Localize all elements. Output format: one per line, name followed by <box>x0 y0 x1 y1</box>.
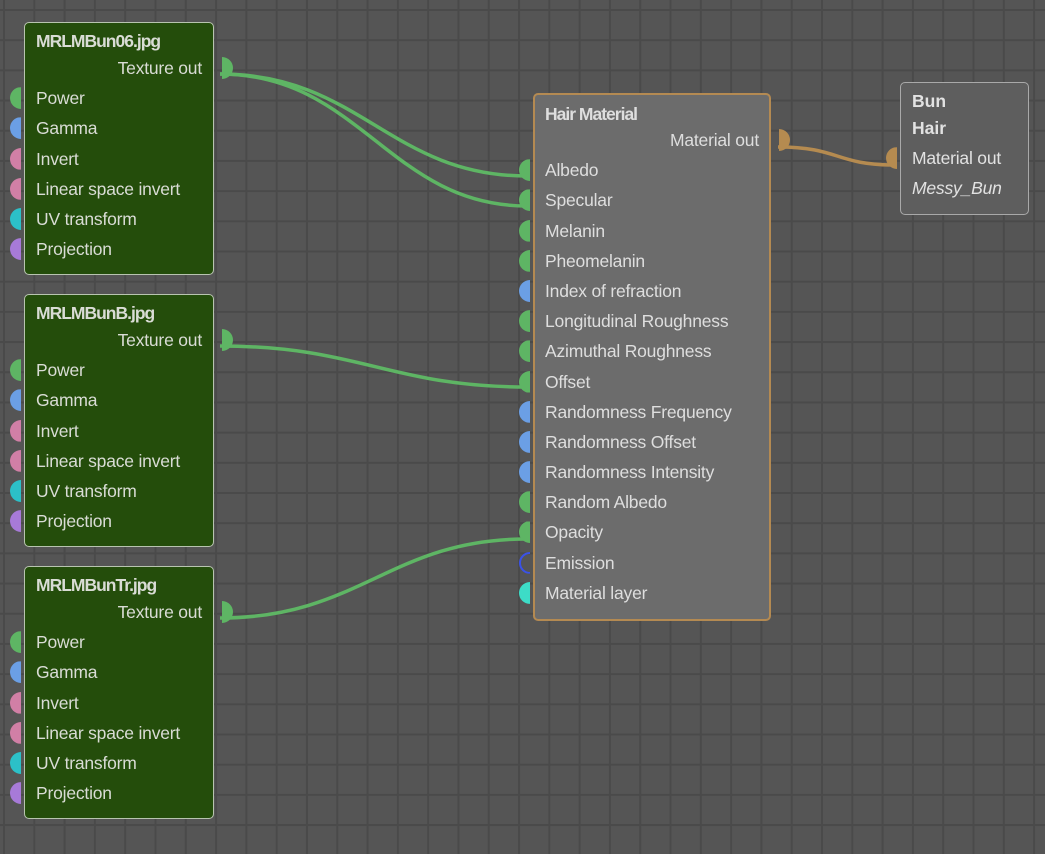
input-gamma: Gamma <box>10 385 213 415</box>
input-uv-transform: UV transform <box>10 476 213 506</box>
texture-node-1[interactable]: MRLMBun06.jpg Texture out Power Gamma In… <box>10 22 233 275</box>
gamma-port[interactable] <box>10 117 21 140</box>
emission-port[interactable] <box>519 551 530 574</box>
input-albedo: Albedo <box>519 155 769 185</box>
random-albedo-port[interactable] <box>519 491 530 514</box>
input-material-layer: Material layer <box>519 578 769 608</box>
input-power: Power <box>10 355 213 385</box>
texture-out-port[interactable] <box>222 329 233 351</box>
material-name: Messy_Bun <box>912 178 1002 199</box>
input-projection: Projection <box>10 778 213 808</box>
input-index-of-refraction: Index of refraction <box>519 276 769 306</box>
material-in-port[interactable] <box>886 147 897 170</box>
wire-material-output[interactable] <box>777 145 896 167</box>
output-node-type: Hair <box>912 118 947 138</box>
input-pheomelanin: Pheomelanin <box>519 246 769 276</box>
uv-transform-port[interactable] <box>10 207 21 230</box>
albedo-port[interactable] <box>519 159 530 182</box>
input-gamma: Gamma <box>10 657 213 687</box>
invert-port[interactable] <box>10 147 21 170</box>
material-output-node[interactable]: Bun Hair Material out Messy_Bun <box>886 82 1029 215</box>
wire-tex2-offset[interactable] <box>219 344 528 389</box>
projection-port[interactable] <box>10 510 21 533</box>
offset-port[interactable] <box>519 370 530 393</box>
node-title: MRLMBunB.jpg <box>36 303 155 323</box>
output-node-name: Bun <box>912 91 947 111</box>
input-power: Power <box>10 627 213 657</box>
input-invert: Invert <box>10 144 213 174</box>
texture-node-3[interactable]: MRLMBunTr.jpg Texture out Power Gamma In… <box>10 566 233 819</box>
input-melanin: Melanin <box>519 216 769 246</box>
randomness-offset-port[interactable] <box>519 430 530 453</box>
input-linear-space-invert: Linear space invert <box>10 446 213 476</box>
wire-tex1-albedo[interactable] <box>219 72 528 178</box>
index-of-refraction-port[interactable] <box>519 279 530 302</box>
randomness-intensity-port[interactable] <box>519 461 530 484</box>
input-projection: Projection <box>10 234 213 264</box>
node-title: MRLMBunTr.jpg <box>36 575 157 595</box>
texture-out-port[interactable] <box>222 601 233 623</box>
material-out-port[interactable] <box>779 129 790 151</box>
material-out: Material out <box>535 125 790 155</box>
gamma-port[interactable] <box>10 389 21 412</box>
texture-out: Texture out <box>25 53 233 83</box>
specular-port[interactable] <box>519 189 530 212</box>
uv-transform-port[interactable] <box>10 479 21 502</box>
input-randomness-frequency: Randomness Frequency <box>519 397 769 427</box>
input-longitudinal-roughness: Longitudinal Roughness <box>519 306 769 336</box>
invert-port[interactable] <box>10 419 21 442</box>
texture-out-port[interactable] <box>222 57 233 79</box>
material-layer-port[interactable] <box>519 581 530 604</box>
input-material-out: Material out <box>886 143 1028 173</box>
input-invert: Invert <box>10 416 213 446</box>
input-opacity: Opacity <box>519 517 769 547</box>
input-invert: Invert <box>10 688 213 718</box>
input-randomness-intensity: Randomness Intensity <box>519 457 769 487</box>
azimuthal-roughness-port[interactable] <box>519 340 530 363</box>
texture-out: Texture out <box>25 597 233 627</box>
power-port[interactable] <box>10 359 21 382</box>
input-linear-space-invert: Linear space invert <box>10 718 213 748</box>
input-projection: Projection <box>10 506 213 536</box>
input-emission: Emission <box>519 548 769 578</box>
node-title: MRLMBun06.jpg <box>36 31 161 51</box>
linear-space-invert-port[interactable] <box>10 177 21 200</box>
input-randomness-offset: Randomness Offset <box>519 427 769 457</box>
input-gamma: Gamma <box>10 113 213 143</box>
input-linear-space-invert: Linear space invert <box>10 174 213 204</box>
input-power: Power <box>10 83 213 113</box>
input-uv-transform: UV transform <box>10 748 213 778</box>
melanin-port[interactable] <box>519 219 530 242</box>
invert-port[interactable] <box>10 691 21 714</box>
input-specular: Specular <box>519 185 769 215</box>
pheomelanin-port[interactable] <box>519 249 530 272</box>
projection-port[interactable] <box>10 238 21 261</box>
power-port[interactable] <box>10 87 21 110</box>
uv-transform-port[interactable] <box>10 751 21 774</box>
input-azimuthal-roughness: Azimuthal Roughness <box>519 336 769 366</box>
linear-space-invert-port[interactable] <box>10 449 21 472</box>
input-random-albedo: Random Albedo <box>519 487 769 517</box>
input-offset: Offset <box>519 367 769 397</box>
projection-port[interactable] <box>10 782 21 805</box>
hair-material-node[interactable]: Hair Material Material out Albedo Specul… <box>519 93 790 621</box>
linear-space-invert-port[interactable] <box>10 721 21 744</box>
gamma-port[interactable] <box>10 661 21 684</box>
longitudinal-roughness-port[interactable] <box>519 310 530 333</box>
texture-out: Texture out <box>25 325 233 355</box>
wire-tex3-opacity[interactable] <box>219 537 528 620</box>
wire-tex1-specular[interactable] <box>219 72 528 208</box>
input-uv-transform: UV transform <box>10 204 213 234</box>
power-port[interactable] <box>10 631 21 654</box>
texture-node-2[interactable]: MRLMBunB.jpg Texture out Power Gamma Inv… <box>10 294 233 547</box>
opacity-port[interactable] <box>519 521 530 544</box>
node-title: Hair Material <box>545 104 638 124</box>
randomness-frequency-port[interactable] <box>519 400 530 423</box>
